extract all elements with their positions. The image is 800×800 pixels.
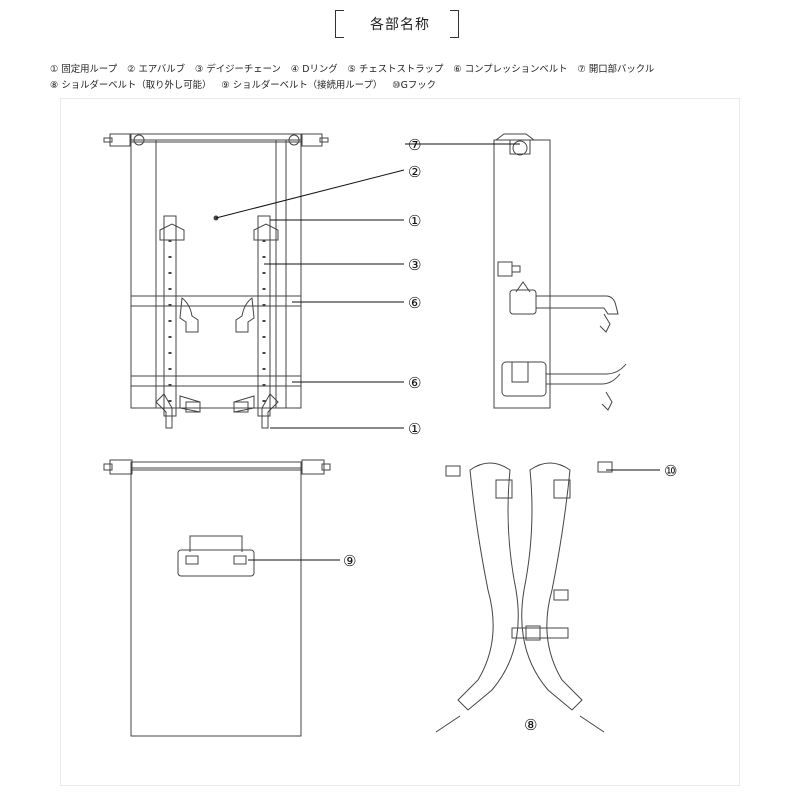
legend-item: ⑧ ショルダーベルト（取り外し可能）: [50, 80, 212, 91]
title-bracket-right: [450, 10, 459, 38]
legend-item: ⑤ チェストストラップ: [347, 64, 444, 75]
callout-label-10: ⑩: [664, 462, 677, 480]
shoulder-straps: [435, 461, 613, 733]
legend-item: ⑦ 開口部バックル: [577, 64, 655, 75]
daisy-chain-right: [253, 215, 279, 417]
parts-legend: ① 固定用ループ ② エアバルブ ③ デイジーチェーン ④ Dリング ⑤ チェス…: [50, 62, 750, 94]
callout-label-1: ①: [408, 420, 421, 438]
bag-front-view: [103, 133, 329, 429]
bag-side-view: [493, 133, 627, 411]
legend-item: ③ デイジーチェーン: [194, 64, 281, 75]
callout-label-7: ⑦: [408, 136, 421, 154]
callout-label-8: ⑧: [524, 716, 537, 734]
bag-back-view: [103, 459, 331, 737]
daisy-chain-left: [159, 215, 185, 417]
legend-item: ② エアバルブ: [127, 64, 185, 75]
callout-label-2: ②: [408, 163, 421, 181]
callout-label-6: ⑥: [408, 374, 421, 392]
callout-lines: [215, 143, 660, 561]
title-bracket-left: [335, 10, 344, 38]
diagram-panel: [60, 98, 740, 786]
legend-item: ⑨ ショルダーベルト（接続用ループ）: [221, 80, 383, 91]
legend-item: ⑩Gフック: [392, 80, 436, 91]
callout-label-9: ⑨: [343, 552, 356, 570]
page-title: 各部名称: [370, 17, 430, 33]
legend-item: ④ Dリング: [290, 64, 338, 75]
callout-label-1: ①: [408, 212, 421, 230]
callout-label-6: ⑥: [408, 294, 421, 312]
callout-label-3: ③: [408, 256, 421, 274]
legend-item: ① 固定用ループ: [50, 64, 118, 75]
legend-item: ⑥ コンプレッションベルト: [453, 64, 568, 75]
title-bar: 各部名称: [0, 10, 800, 44]
